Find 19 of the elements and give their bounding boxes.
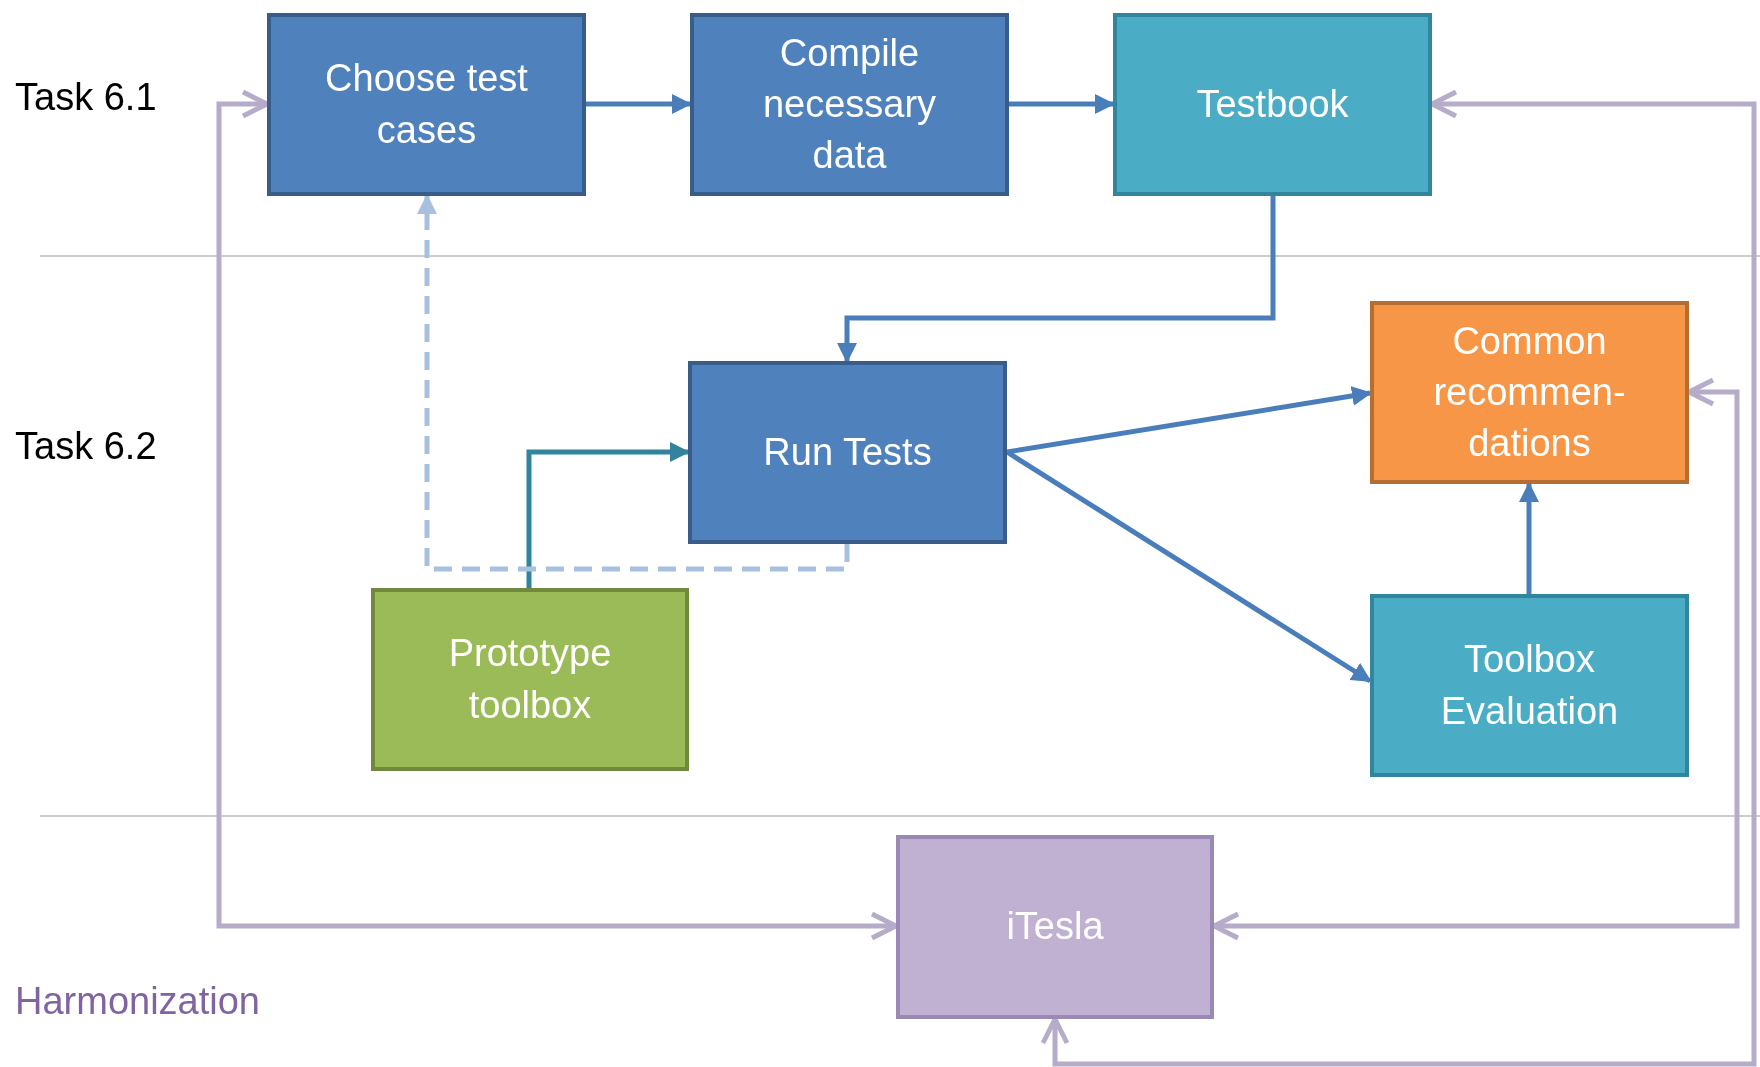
process-box: Run Tests bbox=[688, 361, 1007, 544]
arrow bbox=[1006, 386, 1372, 455]
process-box: Prototype toolbox bbox=[371, 588, 689, 771]
section-label: Task 6.2 bbox=[15, 425, 157, 468]
arrow bbox=[1009, 94, 1115, 114]
arrow bbox=[586, 94, 692, 114]
process-box: Testbook bbox=[1113, 13, 1432, 196]
process-box: Compile necessary data bbox=[690, 13, 1009, 196]
arrow bbox=[837, 196, 1276, 363]
arrow bbox=[1040, 89, 1757, 1067]
process-box: Common recommen-dations bbox=[1370, 301, 1689, 484]
process-box: iTesla bbox=[896, 835, 1214, 1019]
process-box: Choose test cases bbox=[267, 13, 586, 196]
arrow bbox=[1519, 482, 1539, 594]
arrow bbox=[417, 194, 850, 572]
section-label: Harmonization bbox=[15, 980, 260, 1023]
arrow bbox=[526, 442, 690, 588]
section-label: Task 6.1 bbox=[15, 76, 157, 119]
process-box: Toolbox Evaluation bbox=[1370, 594, 1689, 777]
